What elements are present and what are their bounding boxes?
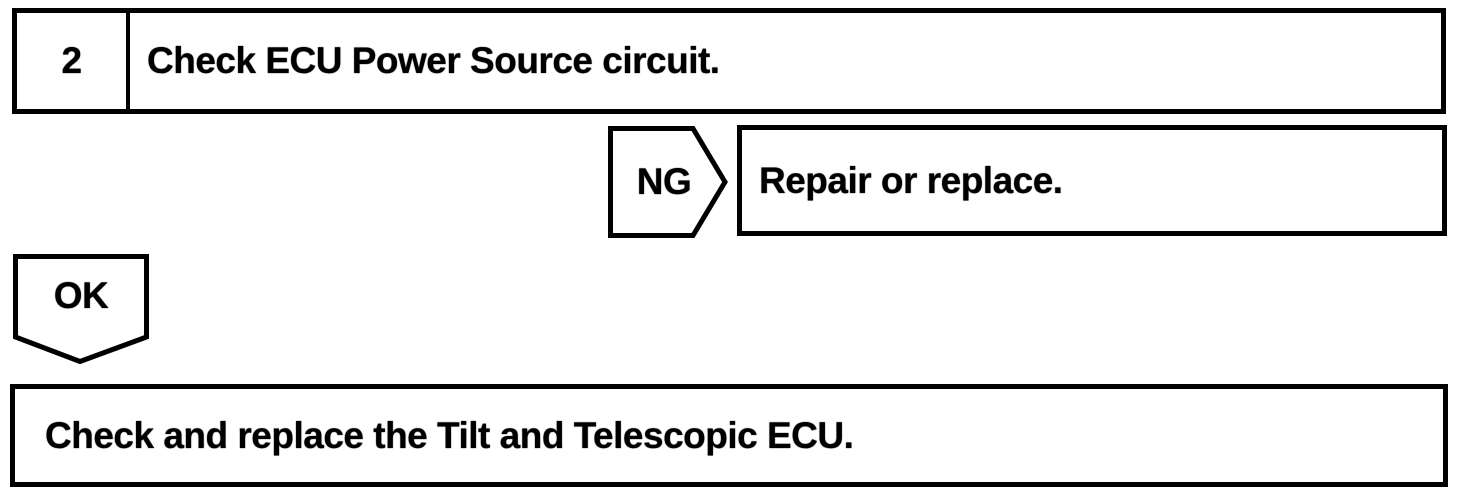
ok-label: OK bbox=[53, 275, 109, 316]
step-number-cell: 2 bbox=[17, 13, 130, 109]
step-box: 2 Check ECU Power Source circuit. bbox=[12, 8, 1446, 114]
result-text: Check and replace the Tilt and Telescopi… bbox=[45, 414, 854, 456]
ok-label-container: OK bbox=[13, 254, 149, 338]
ng-pentagon-outline bbox=[608, 126, 728, 238]
step-instruction: Check ECU Power Source circuit. bbox=[147, 40, 720, 81]
step-number: 2 bbox=[61, 40, 82, 81]
step-instruction-cell: Check ECU Power Source circuit. bbox=[130, 13, 1441, 109]
ng-action-text: Repair or replace. bbox=[759, 159, 1063, 201]
ng-connector-icon bbox=[608, 126, 728, 238]
ng-action-box: Repair or replace. bbox=[737, 125, 1447, 236]
ng-label: NG bbox=[636, 161, 692, 202]
ng-label-container: NG bbox=[608, 126, 720, 238]
result-box: Check and replace the Tilt and Telescopi… bbox=[10, 384, 1448, 487]
ok-connector-icon bbox=[13, 254, 149, 364]
ok-pentagon-outline bbox=[13, 254, 149, 364]
